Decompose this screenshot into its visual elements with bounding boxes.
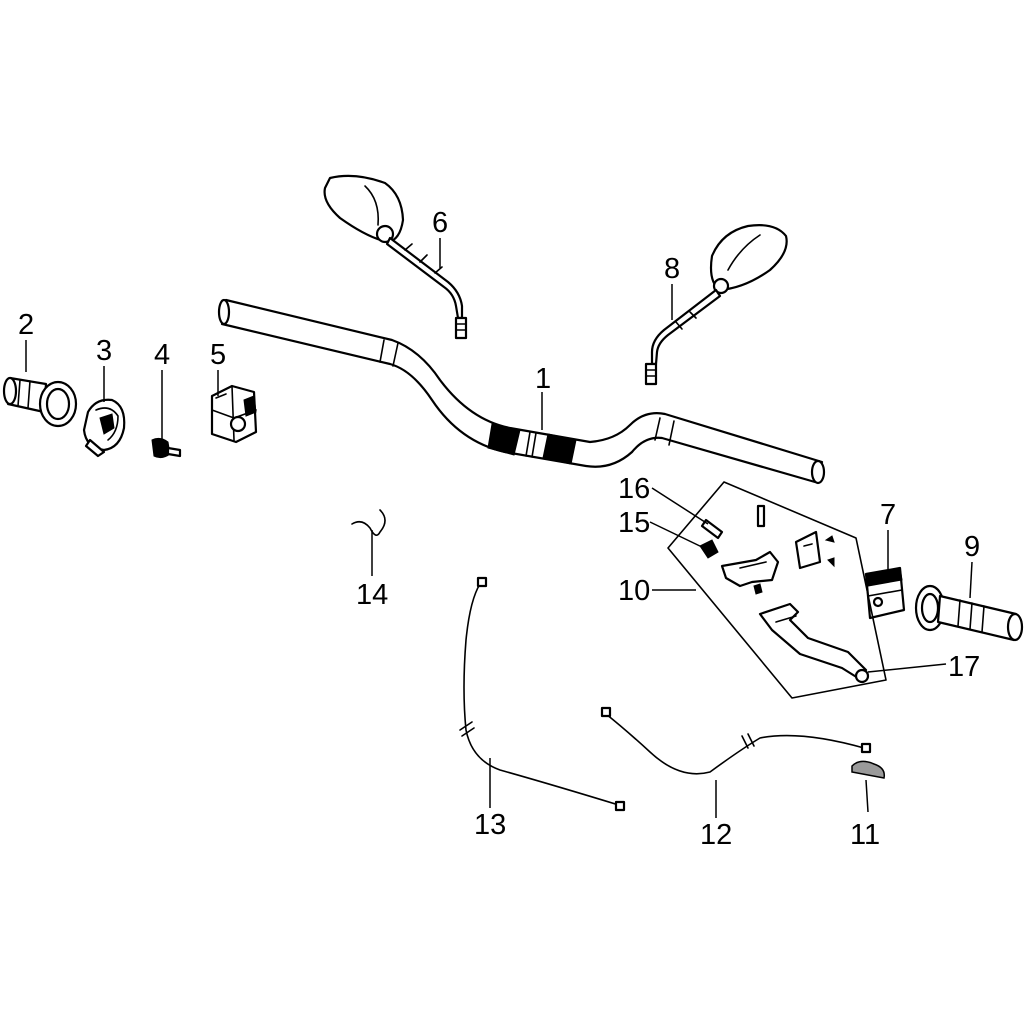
- callout-17: 17: [948, 651, 980, 683]
- adjuster-screw-part: [700, 518, 724, 540]
- callout-14: 14: [356, 579, 388, 611]
- callout-6: 6: [432, 207, 448, 239]
- callout-5: 5: [210, 339, 226, 371]
- callouts: 1 2 3 4 5 6 7 8 9 10 11 12 13 14 15 16 1…: [18, 207, 980, 851]
- callout-8: 8: [664, 253, 680, 285]
- right-switch-part: [864, 566, 906, 620]
- left-mirror-part: [323, 174, 468, 340]
- leader-lines: [25, 238, 973, 818]
- switch-housing-part: [210, 384, 258, 444]
- left-grip-part: [2, 376, 78, 428]
- callout-16: 16: [618, 473, 650, 505]
- callout-13: 13: [474, 809, 506, 841]
- leader-9: [969, 561, 973, 599]
- brake-cable-part: [600, 706, 872, 775]
- callout-12: 12: [700, 819, 732, 851]
- leader-11: [865, 779, 869, 813]
- lever-assembly-frame: [667, 481, 887, 699]
- right-grip-part: [914, 584, 1024, 642]
- callout-9: 9: [964, 531, 980, 563]
- lever-pad-part: [851, 760, 886, 779]
- callout-2: 2: [18, 309, 34, 341]
- throttle-cable-part: [459, 576, 626, 812]
- handlebar-part: [217, 298, 826, 485]
- right-mirror-part: [644, 224, 788, 386]
- throttle-housing-part: [82, 398, 126, 458]
- callout-3: 3: [96, 335, 112, 367]
- leader-17: [867, 663, 947, 673]
- callout-11: 11: [850, 819, 880, 851]
- callout-1: 1: [535, 363, 551, 395]
- callout-4: 4: [154, 339, 170, 371]
- lever-bracket-parts: [720, 504, 835, 595]
- clip-part: [351, 509, 386, 536]
- leader-16: [651, 487, 709, 525]
- adjuster-nut-part: [699, 539, 719, 559]
- leader-15: [649, 521, 705, 549]
- callout-10: 10: [618, 575, 650, 607]
- callout-15: 15: [618, 507, 650, 539]
- screw-part: [151, 437, 182, 459]
- callout-7: 7: [880, 499, 896, 531]
- brake-lever-part: [758, 602, 870, 684]
